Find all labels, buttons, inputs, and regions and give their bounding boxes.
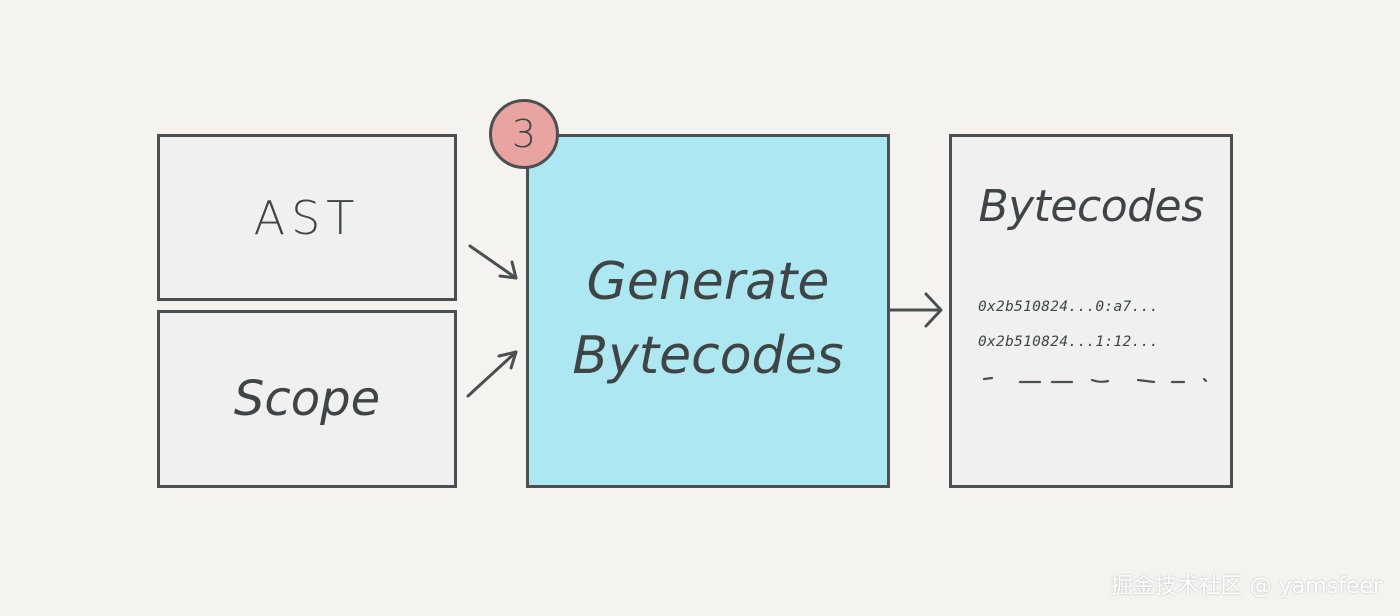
step-number-badge: 3 <box>489 99 559 169</box>
scope-label: Scope <box>233 371 381 427</box>
bytecode-line: 0x2b510824...0:a7... <box>978 299 1159 315</box>
bytecode-continuation-dashes <box>982 376 1208 384</box>
arrow-ast-to-generate <box>468 244 518 280</box>
scope-box: Scope <box>157 310 457 488</box>
bytecodes-title: Bytecodes <box>978 181 1204 232</box>
ast-label: AST <box>253 190 361 245</box>
ast-box: AST <box>157 134 457 301</box>
generate-label-line2: Bytecodes <box>572 326 844 386</box>
generate-label: Generate Bytecodes <box>572 245 843 393</box>
generate-label-line1: Generate <box>586 252 830 312</box>
watermark: 掘金技术社区 @ yamsfeer <box>1110 574 1382 599</box>
bytecode-line: 0x2b510824...1:12... <box>978 334 1159 350</box>
bytecodes-output-box: Bytecodes 0x2b510824...0:a7... 0x2b51082… <box>949 134 1233 488</box>
arrow-scope-to-generate <box>466 350 518 398</box>
generate-bytecodes-box: Generate Bytecodes <box>526 134 890 488</box>
